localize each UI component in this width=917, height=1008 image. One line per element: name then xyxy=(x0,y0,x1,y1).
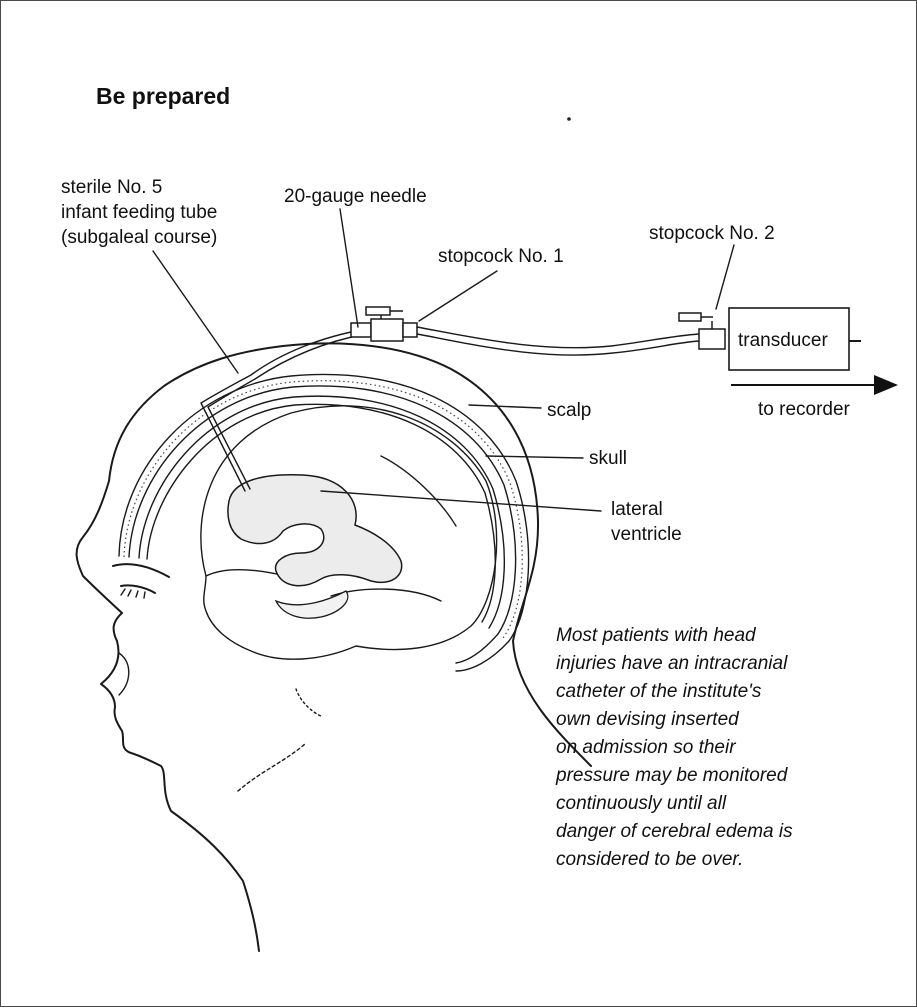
ventricle-label-line-1: lateral xyxy=(611,499,663,520)
skull-label: skull xyxy=(589,448,627,469)
stray-dot xyxy=(567,117,571,121)
caption-line-5: on admission so their xyxy=(556,737,736,758)
needle-label: 20-gauge needle xyxy=(284,186,427,207)
transducer-label: transducer xyxy=(738,330,828,351)
eye xyxy=(113,564,169,598)
stopcock-2-assembly xyxy=(679,313,725,349)
recorder-label: to recorder xyxy=(758,399,851,420)
caption-line-3: catheter of the institute's xyxy=(556,681,762,702)
scalp-label: scalp xyxy=(547,400,591,421)
stopcock-1-assembly xyxy=(351,307,417,341)
caption-line-6: pressure may be monitored xyxy=(555,765,789,786)
caption-line-7: continuously until all xyxy=(556,793,727,814)
caption-line-4: own devising inserted xyxy=(556,709,740,730)
stopcock-1-label: stopcock No. 1 xyxy=(438,246,564,267)
figure-caption: Most patients with head injuries have an… xyxy=(555,625,798,870)
feeding-tube-label: sterile No. 5 infant feeding tube (subga… xyxy=(61,177,223,248)
connecting-tubing xyxy=(417,327,699,355)
feeding-tube-label-line-2: infant feeding tube xyxy=(61,202,217,223)
feeding-tube-label-line-1: sterile No. 5 xyxy=(61,177,162,198)
figure-title: Be prepared xyxy=(96,83,230,109)
caption-line-2: injuries have an intracranial xyxy=(556,653,788,674)
lateral-ventricle xyxy=(228,475,402,619)
caption-line-8: danger of cerebral edema is xyxy=(556,821,793,842)
feeding-tube xyxy=(201,329,366,491)
ventricle-label-line-2: ventricle xyxy=(611,524,682,545)
transducer: transducer xyxy=(729,308,861,370)
ventricle-label: lateral ventricle xyxy=(611,499,682,545)
head-silhouette xyxy=(77,343,591,951)
stopcock-2-label: stopcock No. 2 xyxy=(649,223,775,244)
caption-line-1: Most patients with head xyxy=(556,625,757,646)
feeding-tube-label-line-3: (subgaleal course) xyxy=(61,227,217,248)
caption-line-9: considered to be over. xyxy=(556,849,743,870)
